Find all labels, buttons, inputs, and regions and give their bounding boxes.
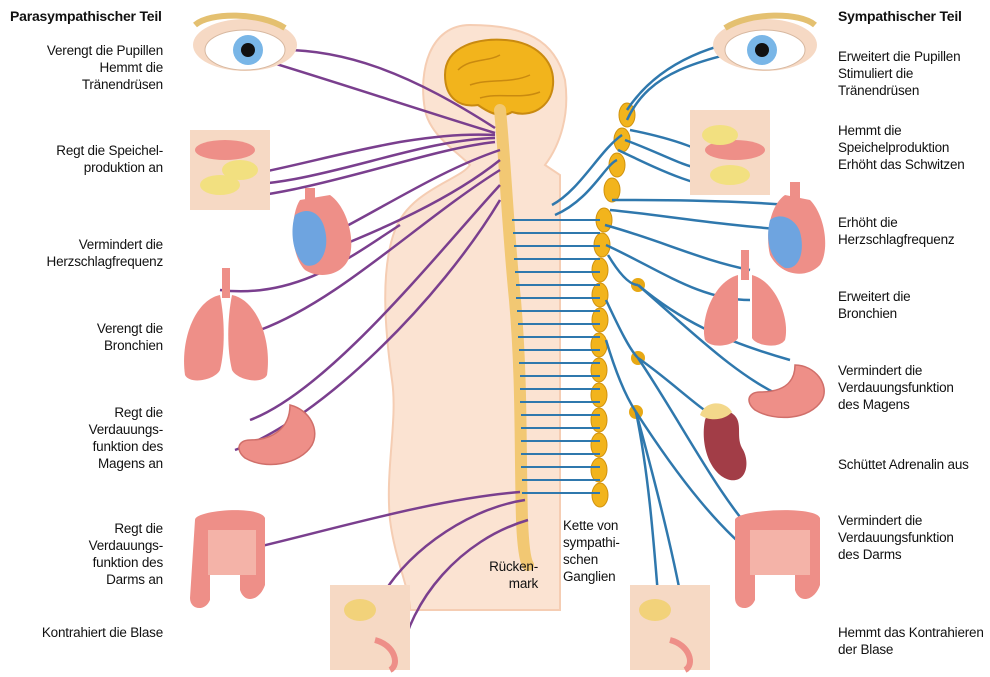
intestine-right (735, 510, 820, 608)
label-right-bronchi: Erweitert die Bronchien (838, 288, 910, 322)
label-left-bronchi: Verengt die Bronchien (97, 320, 163, 354)
label-left-pupils: Verengt die Pupillen Hemmt die Tränendrü… (47, 42, 163, 93)
label-right-intestine: Vermindert die Verdauungsfunktion des Da… (838, 512, 954, 563)
label-right-saliva: Hemmt die Speichelproduktion Erhöht das … (838, 122, 965, 173)
bladder-left (330, 585, 410, 670)
sympathetic-title: Sympathischer Teil (838, 8, 962, 25)
label-left-intestine: Regt die Verdauungs- funktion des Darms … (89, 520, 163, 588)
label-spinal-cord: Rücken- mark (489, 558, 538, 592)
label-ganglia-chain: Kette von sympathi- schen Ganglien (563, 517, 620, 585)
parasympathetic-title: Parasympathischer Teil (10, 8, 162, 25)
heart-right (768, 182, 825, 274)
heart-left (292, 188, 351, 275)
eye-left (193, 16, 297, 71)
label-left-saliva: Regt die Speichel- produktion an (56, 142, 163, 176)
label-left-bladder: Kontrahiert die Blase (42, 624, 163, 641)
salivary-glands-left (190, 130, 270, 210)
label-right-heart: Erhöht die Herzschlagfrequenz (838, 214, 954, 248)
lungs-right (704, 250, 786, 346)
bladder-right (630, 585, 710, 670)
label-right-adrenal: Schüttet Adrenalin aus (838, 456, 969, 473)
salivary-glands-right (690, 110, 770, 195)
label-left-heart: Vermindert die Herzschlagfrequenz (47, 236, 163, 270)
label-right-stomach: Vermindert die Verdauungsfunktion des Ma… (838, 362, 954, 413)
label-left-stomach: Regt die Verdauungs- funktion des Magens… (89, 404, 163, 472)
brain (445, 40, 553, 115)
intestine-left (190, 510, 265, 608)
stomach-left (239, 405, 315, 464)
lungs-left (184, 268, 268, 380)
label-right-pupils: Erweitert die Pupillen Stimuliert die Tr… (838, 48, 960, 99)
stomach-right (749, 365, 824, 417)
eye-right (713, 16, 817, 71)
label-right-bladder: Hemmt das Kontrahieren der Blase (838, 624, 984, 658)
body-silhouette (385, 25, 566, 610)
